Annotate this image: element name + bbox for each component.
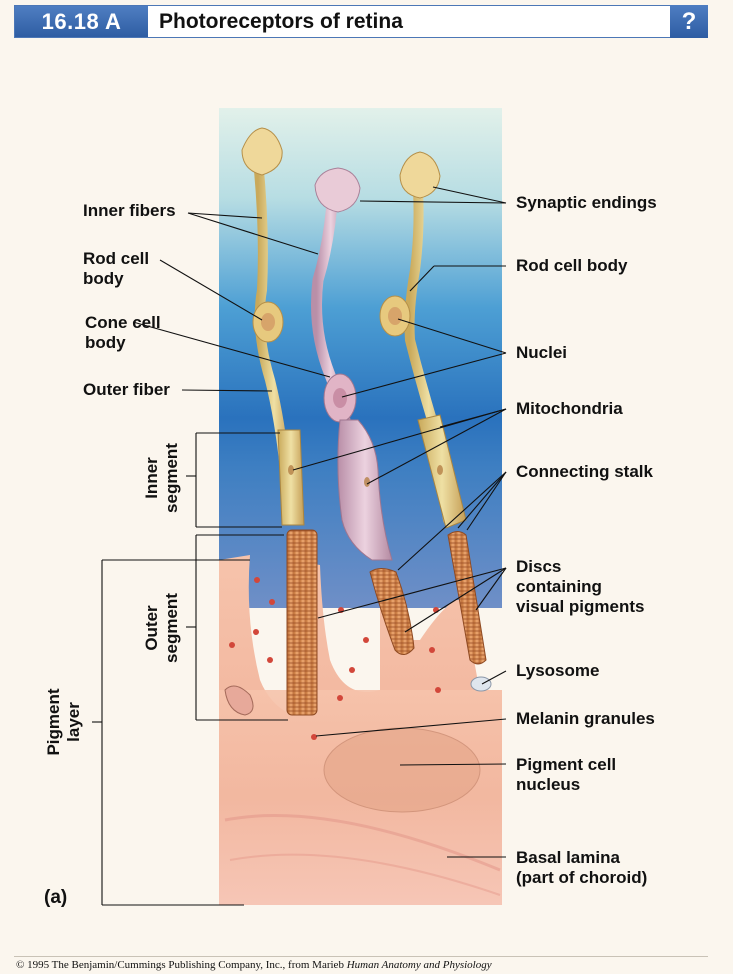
lysosome <box>470 676 492 692</box>
book-title: Human Anatomy and Physiology <box>346 959 492 971</box>
rod-left-outer-segment <box>286 529 318 716</box>
rod-left-inner-segment <box>277 429 305 526</box>
figure-header: 16.18 A Photoreceptors of retina <box>14 5 708 38</box>
label-inner-segment: Inner segment <box>142 443 181 513</box>
mitochondria <box>288 465 443 487</box>
label-basal-lamina: Basal lamina (part of choroid) <box>516 848 648 887</box>
cone-outer-segment <box>369 568 415 655</box>
label-pigment-layer: Pigment layer <box>44 688 83 756</box>
rod-right-nucleus <box>388 307 402 325</box>
cone-inner-segment <box>337 419 393 561</box>
label-connecting-stalk: Connecting stalk <box>516 462 653 481</box>
copyright-line: © 1995 The Benjamin/Cummings Publishing … <box>16 959 492 971</box>
panel-letter: (a) <box>44 887 68 908</box>
pigment-cell-nucleus <box>323 727 481 813</box>
help-button[interactable]: ? <box>670 5 708 38</box>
rod-left-nucleus <box>261 313 275 331</box>
cone-nucleus <box>333 388 347 408</box>
label-cone-cell-body: Cone cell body <box>85 313 161 352</box>
label-melanin-granules: Melanin granules <box>516 709 655 728</box>
label-inner-fibers: Inner fibers <box>83 201 176 220</box>
cone-synaptic-ending <box>314 167 361 213</box>
cone-left-small-tip <box>224 685 254 716</box>
label-rod-cell-body-left: Rod cell body <box>83 249 150 288</box>
rod-left-synaptic-ending <box>241 127 283 176</box>
label-discs: Discs containing visual pigments <box>516 557 645 616</box>
label-outer-fiber: Outer fiber <box>83 380 170 399</box>
label-outer-segment: Outer segment <box>142 593 181 663</box>
leader-lines <box>92 186 507 906</box>
label-mitochondria: Mitochondria <box>516 399 623 418</box>
copyright-text: © 1995 The Benjamin/Cummings Publishing … <box>16 959 344 971</box>
figure-number: 16.18 A <box>15 6 148 37</box>
basal-lamina-streak <box>229 853 501 896</box>
footer-divider <box>14 956 708 957</box>
rod-right-outer-segment <box>447 531 487 665</box>
label-synaptic-endings: Synaptic endings <box>516 193 657 212</box>
label-lysosome: Lysosome <box>516 661 600 680</box>
label-pigment-cell-nucleus: Pigment cell nucleus <box>516 755 617 794</box>
basal-lamina <box>224 814 501 872</box>
figure-title: Photoreceptors of retina <box>159 10 403 33</box>
label-nuclei: Nuclei <box>516 343 568 362</box>
rod-right-synaptic-ending <box>399 151 441 199</box>
label-rod-cell-body-right: Rod cell body <box>516 256 628 275</box>
